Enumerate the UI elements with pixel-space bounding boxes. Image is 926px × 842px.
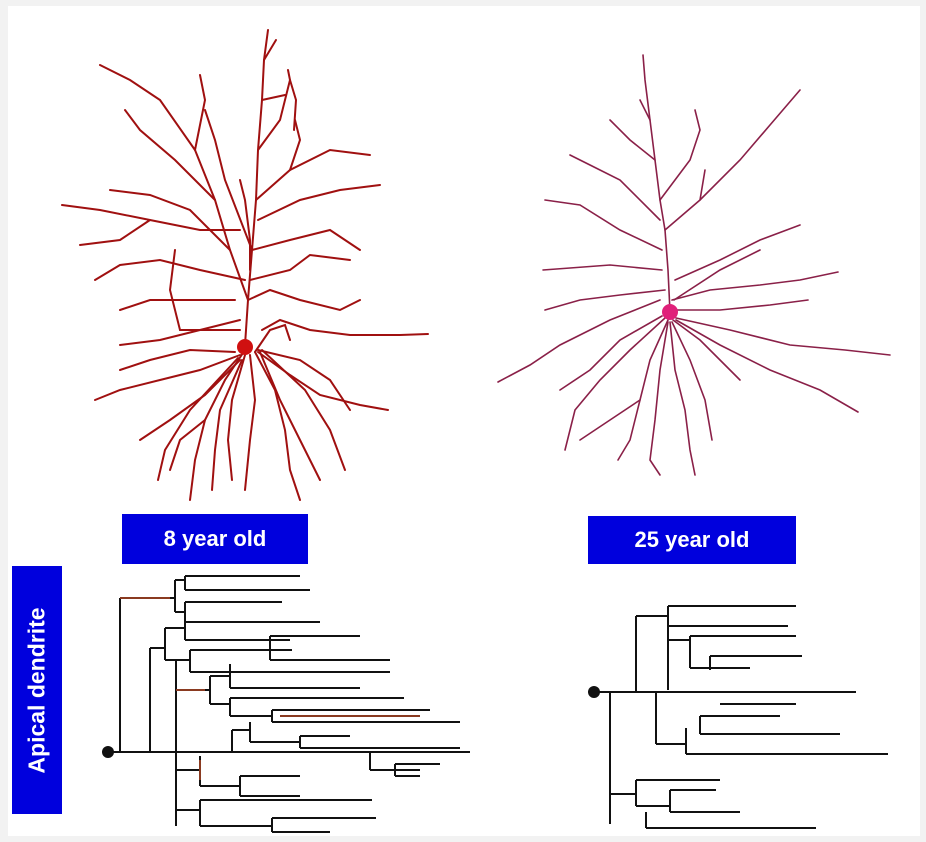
- label-25-year-old: 25 year old: [588, 516, 796, 564]
- label-apical-dendrite: Apical dendrite: [12, 566, 62, 814]
- dendrogram-8-root-node: [102, 746, 114, 758]
- label-apical-dendrite-text: Apical dendrite: [24, 607, 51, 773]
- label-8-year-old-text: 8 year old: [164, 526, 267, 552]
- soma-25-year-old: [662, 304, 678, 320]
- neuron-8-year-old: [62, 30, 428, 500]
- neuron-25-year-old: [498, 55, 890, 475]
- dendrogram-25-year-old: [594, 606, 888, 828]
- label-8-year-old: 8 year old: [122, 514, 308, 564]
- dendrogram-8-year-old: [108, 576, 470, 832]
- dendrogram-25-root-node: [588, 686, 600, 698]
- soma-8-year-old: [237, 339, 253, 355]
- label-25-year-old-text: 25 year old: [635, 527, 750, 553]
